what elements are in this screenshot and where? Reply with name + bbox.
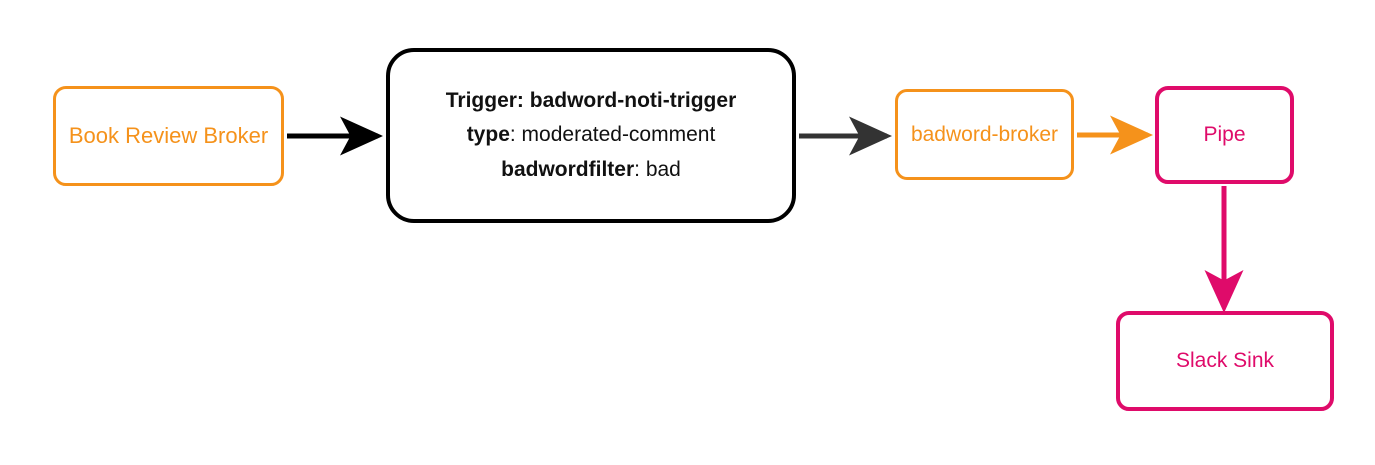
node-pipe-label: Pipe	[1203, 123, 1246, 147]
trigger-row-trigger-key: Trigger:	[445, 89, 524, 113]
node-badword-broker-label: badword-broker	[910, 122, 1059, 146]
node-slack-sink[interactable]: Slack Sink	[1116, 311, 1334, 411]
trigger-row-badwordfilter: badwordfilter: bad	[390, 153, 792, 187]
trigger-row-badwordfilter-value: bad	[645, 157, 681, 181]
node-book-review-broker-label: Book Review Broker	[68, 123, 269, 149]
trigger-row-trigger-value: badword-noti-trigger	[529, 89, 737, 113]
trigger-row-type-separator: :	[509, 123, 522, 147]
trigger-row-badwordfilter-key: badwordfilter	[501, 157, 635, 181]
trigger-row-badwordfilter-separator: :	[634, 157, 646, 181]
trigger-row-type-value: moderated-comment	[521, 123, 716, 147]
node-book-review-broker[interactable]: Book Review Broker	[53, 86, 284, 186]
node-badword-broker[interactable]: badword-broker	[895, 89, 1074, 180]
trigger-row-trigger: Trigger: badword-noti-trigger	[390, 84, 792, 118]
node-slack-sink-label: Slack Sink	[1175, 349, 1275, 373]
trigger-row-type-key: type	[466, 123, 510, 147]
trigger-row-type: type: moderated-comment	[390, 118, 792, 152]
node-trigger-label: Trigger: badword-noti-trigger type: mode…	[390, 84, 792, 186]
node-pipe[interactable]: Pipe	[1155, 86, 1294, 184]
node-trigger[interactable]: Trigger: badword-noti-trigger type: mode…	[386, 48, 796, 223]
